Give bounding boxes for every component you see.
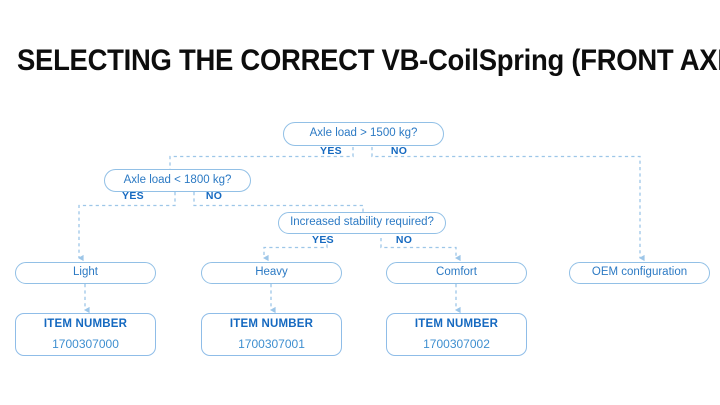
branch-label-d2-no: NO xyxy=(205,190,223,202)
item-number-box-comfort[interactable]: ITEM NUMBER 1700307002 xyxy=(386,313,527,356)
item-number-value: 1700307000 xyxy=(52,336,119,351)
result-node-heavy[interactable]: Heavy xyxy=(201,262,342,284)
branch-label-d2-yes: YES xyxy=(122,190,144,202)
branch-label-d3-no: NO xyxy=(395,234,413,246)
branch-label-d1-no: NO xyxy=(390,145,408,157)
item-number-title: ITEM NUMBER xyxy=(229,318,314,331)
item-number-title: ITEM NUMBER xyxy=(43,318,128,331)
decision-node-axle-load-1800[interactable]: Axle load < 1800 kg? xyxy=(104,169,251,192)
branch-label-d1-yes: YES xyxy=(320,145,342,157)
edge-d1-yes xyxy=(169,147,354,169)
item-number-value: 1700307001 xyxy=(238,336,305,351)
item-number-box-light[interactable]: ITEM NUMBER 1700307000 xyxy=(15,313,156,356)
item-number-box-heavy[interactable]: ITEM NUMBER 1700307001 xyxy=(201,313,342,356)
result-node-comfort[interactable]: Comfort xyxy=(386,262,527,284)
edge-d1-no xyxy=(371,147,645,262)
result-node-oem-configuration[interactable]: OEM configuration xyxy=(569,262,710,284)
decision-node-axle-load-1500[interactable]: Axle load > 1500 kg? xyxy=(283,122,444,146)
edge-d2-yes xyxy=(77,192,176,262)
page-title: SELECTING THE CORRECT VB-CoilSpring (FRO… xyxy=(17,44,720,77)
item-number-value: 1700307002 xyxy=(423,336,490,351)
edge-d2-no xyxy=(193,192,364,214)
edge-d3-yes xyxy=(262,238,328,262)
item-number-title: ITEM NUMBER xyxy=(414,318,499,331)
edge-d3-no xyxy=(380,238,461,262)
decision-node-increased-stability[interactable]: Increased stability required? xyxy=(278,212,446,234)
branch-label-d3-yes: YES xyxy=(312,234,334,246)
result-node-light[interactable]: Light xyxy=(15,262,156,284)
